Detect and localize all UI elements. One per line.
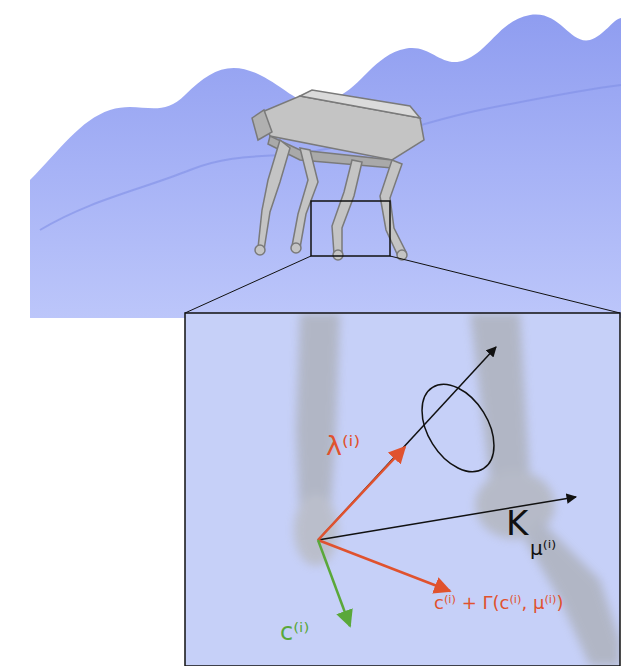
normal-label: c⁽ⁱ⁾ [280,620,309,644]
force-label: λ⁽ⁱ⁾ [326,432,360,459]
terrain-ridge [40,85,621,230]
cone-subscript: μ⁽ⁱ⁾ [530,538,556,558]
inset [185,313,620,666]
vectors [318,347,576,626]
zoom-line [390,256,620,313]
velocity-label: c⁽ⁱ⁾ + Γ(c⁽ⁱ⁾, μ⁽ⁱ⁾) [434,594,563,612]
terrain [30,15,621,318]
zoom-box [311,201,390,256]
zoom-line [185,256,311,313]
inset-frame [185,313,620,666]
robot [252,90,424,260]
cone-label: K [506,506,528,540]
